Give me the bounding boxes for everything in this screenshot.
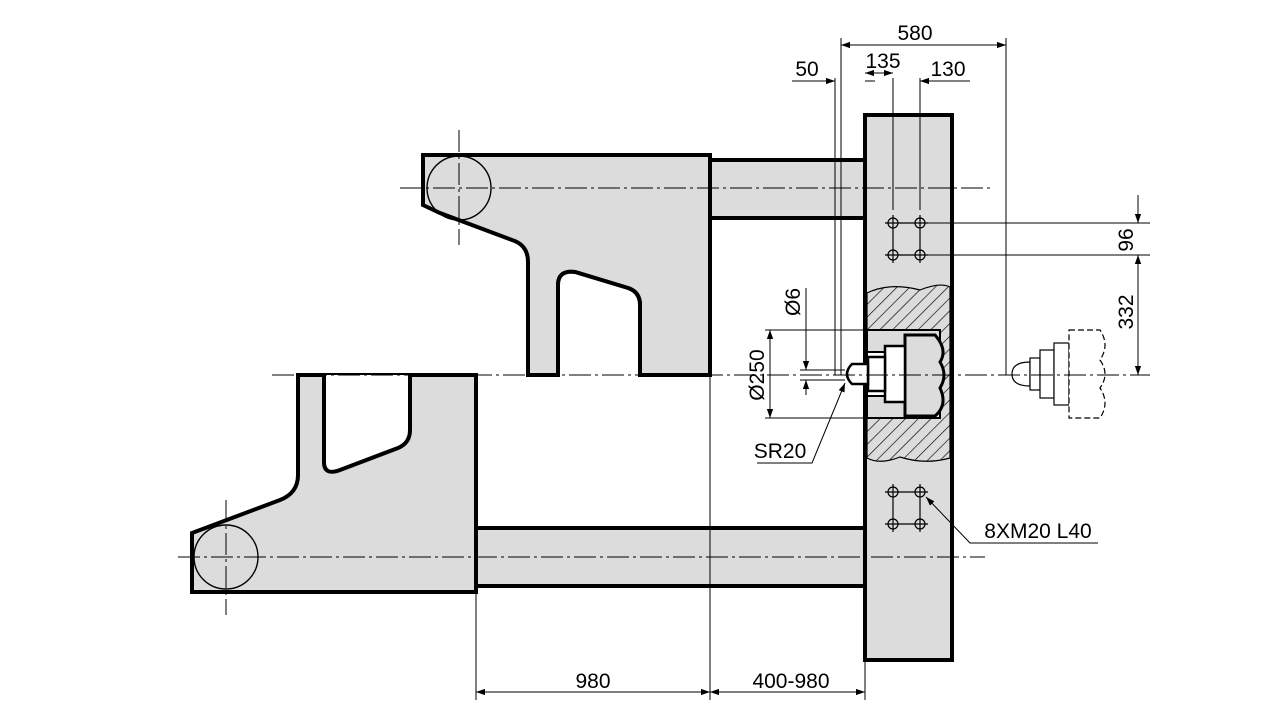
dim-130-label: 130 <box>930 58 965 81</box>
dim-400-980-label: 400-980 <box>752 670 829 693</box>
dim-332-label: 332 <box>1115 294 1138 329</box>
upper-arm-window <box>556 269 642 375</box>
lower-arm-window <box>322 375 412 474</box>
center-lines <box>178 130 1150 615</box>
dim-96-label: 96 <box>1115 228 1138 251</box>
dim-980-label: 980 <box>575 670 610 693</box>
dim-50-label: 50 <box>795 58 818 81</box>
injection-nozzle <box>1011 329 1106 419</box>
dim-580-label: 580 <box>897 22 932 45</box>
nozzle-tip <box>845 362 870 386</box>
dim-d250-label: Ø250 <box>746 349 769 400</box>
bolt-holes <box>885 215 928 532</box>
locating-ring <box>903 333 946 418</box>
upper-tie-bar <box>708 158 867 220</box>
dim-d6-label: Ø6 <box>782 288 805 316</box>
bolts-label: 8XM20 L40 <box>984 520 1091 543</box>
nozzle-hex <box>866 355 887 393</box>
sr20-label: SR20 <box>754 440 807 463</box>
dimension-lines <box>475 38 1150 700</box>
nozzle-body <box>883 344 907 404</box>
dim-135-label: 135 <box>865 50 900 73</box>
